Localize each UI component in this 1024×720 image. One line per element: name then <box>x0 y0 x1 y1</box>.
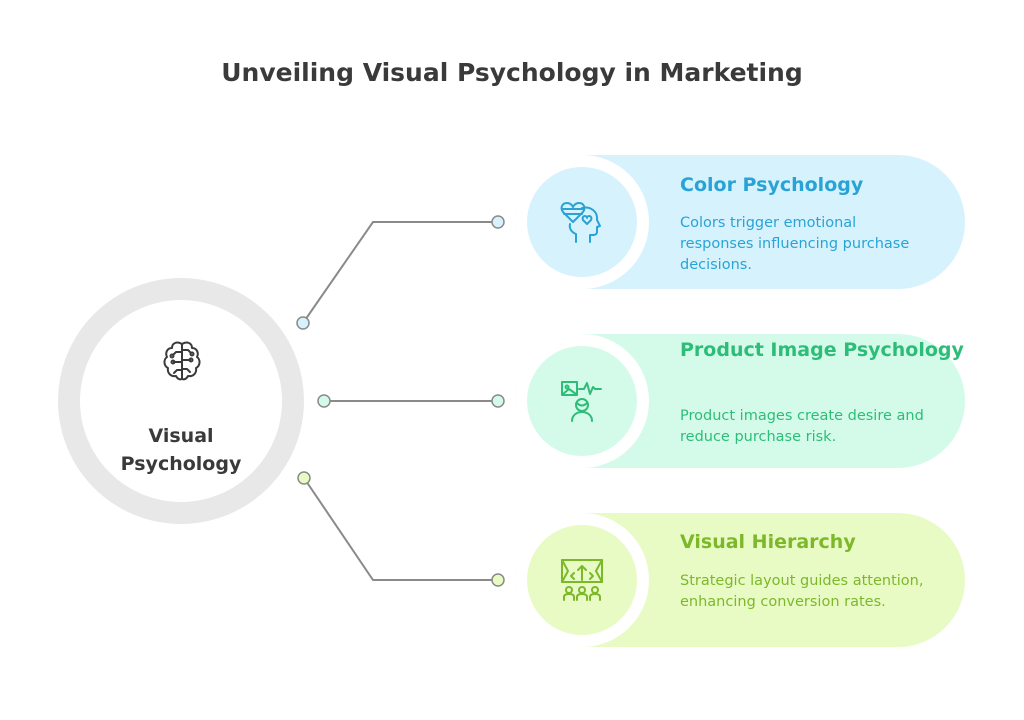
card-description: Strategic layout guides attention, enhan… <box>680 573 924 610</box>
card-title: Visual Hierarchy <box>680 531 856 553</box>
hub-label-line2: Psychology <box>120 453 242 475</box>
card-description: Product images create desire and reduce … <box>680 408 924 445</box>
card-product-image-psychology: Product Image Psychology Product images … <box>515 334 965 468</box>
brain-circuit-icon <box>163 341 201 381</box>
hub-node: Visual Psychology <box>58 278 304 524</box>
connector-dot <box>296 316 310 330</box>
connector-dot <box>491 573 505 587</box>
heart-head-icon <box>560 202 601 243</box>
connector-dot <box>297 471 311 485</box>
audience-stage-icon <box>561 559 603 601</box>
card-visual-hierarchy: Visual Hierarchy Strategic layout guides… <box>515 513 965 647</box>
card-title: Color Psychology <box>680 174 864 196</box>
connector-color <box>302 221 498 324</box>
card-description: Colors trigger emotional responses influ… <box>680 215 910 273</box>
connector-dot <box>491 215 505 229</box>
card-title: Product Image Psychology <box>680 339 964 361</box>
connector-dot <box>491 394 505 408</box>
connector-hierarchy <box>303 477 498 581</box>
connector-dot <box>317 394 331 408</box>
card-color-psychology: Color Psychology Colors trigger emotiona… <box>515 155 965 289</box>
image-mind-icon <box>561 381 602 422</box>
diagram-title: Unveiling Visual Psychology in Marketing <box>221 58 803 87</box>
hub-label-line1: Visual <box>148 425 214 447</box>
